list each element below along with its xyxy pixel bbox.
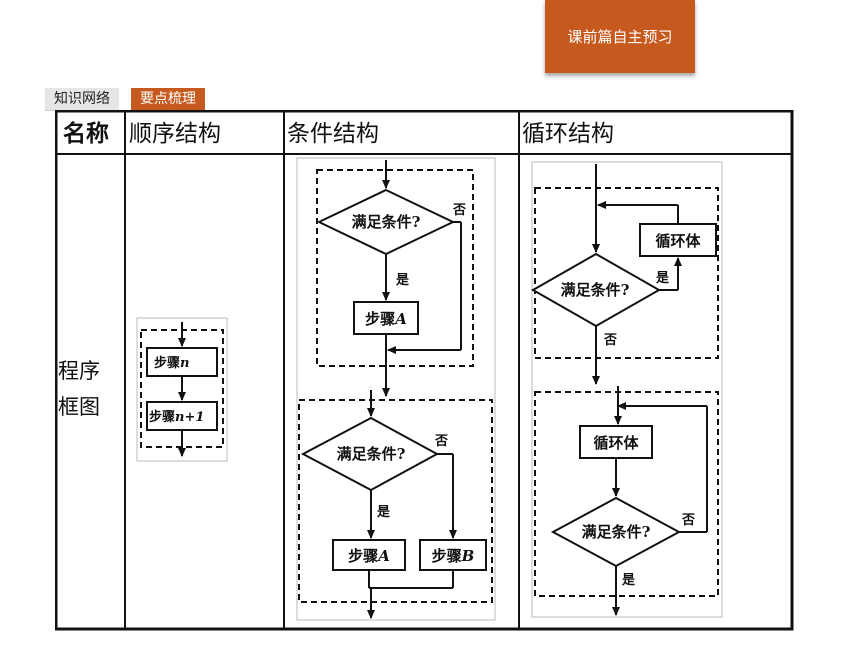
condition-single-text: 满足条件? [352,213,421,231]
loop-until-body-box [579,425,653,459]
tab-knowledge-network[interactable]: 知识网络 [45,88,119,111]
condition-double-yes: 是 [376,505,391,520]
loop-flowchart: 满足条件? 是 循环体 否 循环体 满足条件? 否 是 [530,161,723,618]
structure-table: 名称 顺序结构 条件结构 循环结构 程序 框图 步骤n 步骤n+1 满足条件? … [55,110,794,631]
header-condition: 条件结构 [287,121,379,147]
sequence-step-n-label: 步骤n [154,355,189,371]
condition-double-text: 满足条件? [337,445,406,463]
loop-until-body: 循环体 [593,434,639,452]
row-header-line1: 程序 [58,359,100,383]
header-sequence: 顺序结构 [129,121,221,147]
condition-double-no: 否 [434,434,448,449]
header-name: 名称 [63,120,109,147]
condition-double-step-a-label: 步骤A [348,547,390,565]
sequence-step-n1-label: 步骤n+1 [149,409,204,425]
condition-double-branch: 满足条件? 否 是 步骤A 步骤B [298,390,493,619]
loop-while-body: 循环体 [655,232,701,250]
tab-bar: 知识网络 要点梳理 [45,88,205,111]
sequence-flowchart: 步骤n 步骤n+1 [136,317,228,462]
tab-key-points[interactable]: 要点梳理 [131,88,205,110]
loop-while: 满足条件? 是 循环体 否 [530,164,719,385]
loop-until-yes: 是 [621,573,636,588]
loop-while-condition: 满足条件? [561,281,630,299]
row-header-line2: 框图 [58,395,100,419]
loop-until-no: 否 [681,513,695,528]
loop-while-yes: 是 [655,271,670,286]
header-loop: 循环结构 [522,121,614,147]
chapter-tab[interactable]: 课前篇自主预习 [545,0,695,73]
table-border [55,110,794,631]
loop-until: 循环体 满足条件? 否 是 [534,386,719,616]
condition-single-step-label: 步骤A [365,310,407,328]
loop-while-no: 否 [603,333,617,348]
condition-single-yes: 是 [395,273,410,288]
condition-flowchart: 满足条件? 否 是 步骤A 满足条件? 否 是 步骤A 步骤B [296,157,496,621]
loop-until-condition: 满足条件? [582,523,651,541]
sequence-step-n-box [146,347,218,377]
condition-single-no: 否 [452,203,466,218]
condition-single-branch: 满足条件? 否 是 步骤A [316,160,474,397]
condition-double-step-b-label: 步骤B [432,547,475,565]
